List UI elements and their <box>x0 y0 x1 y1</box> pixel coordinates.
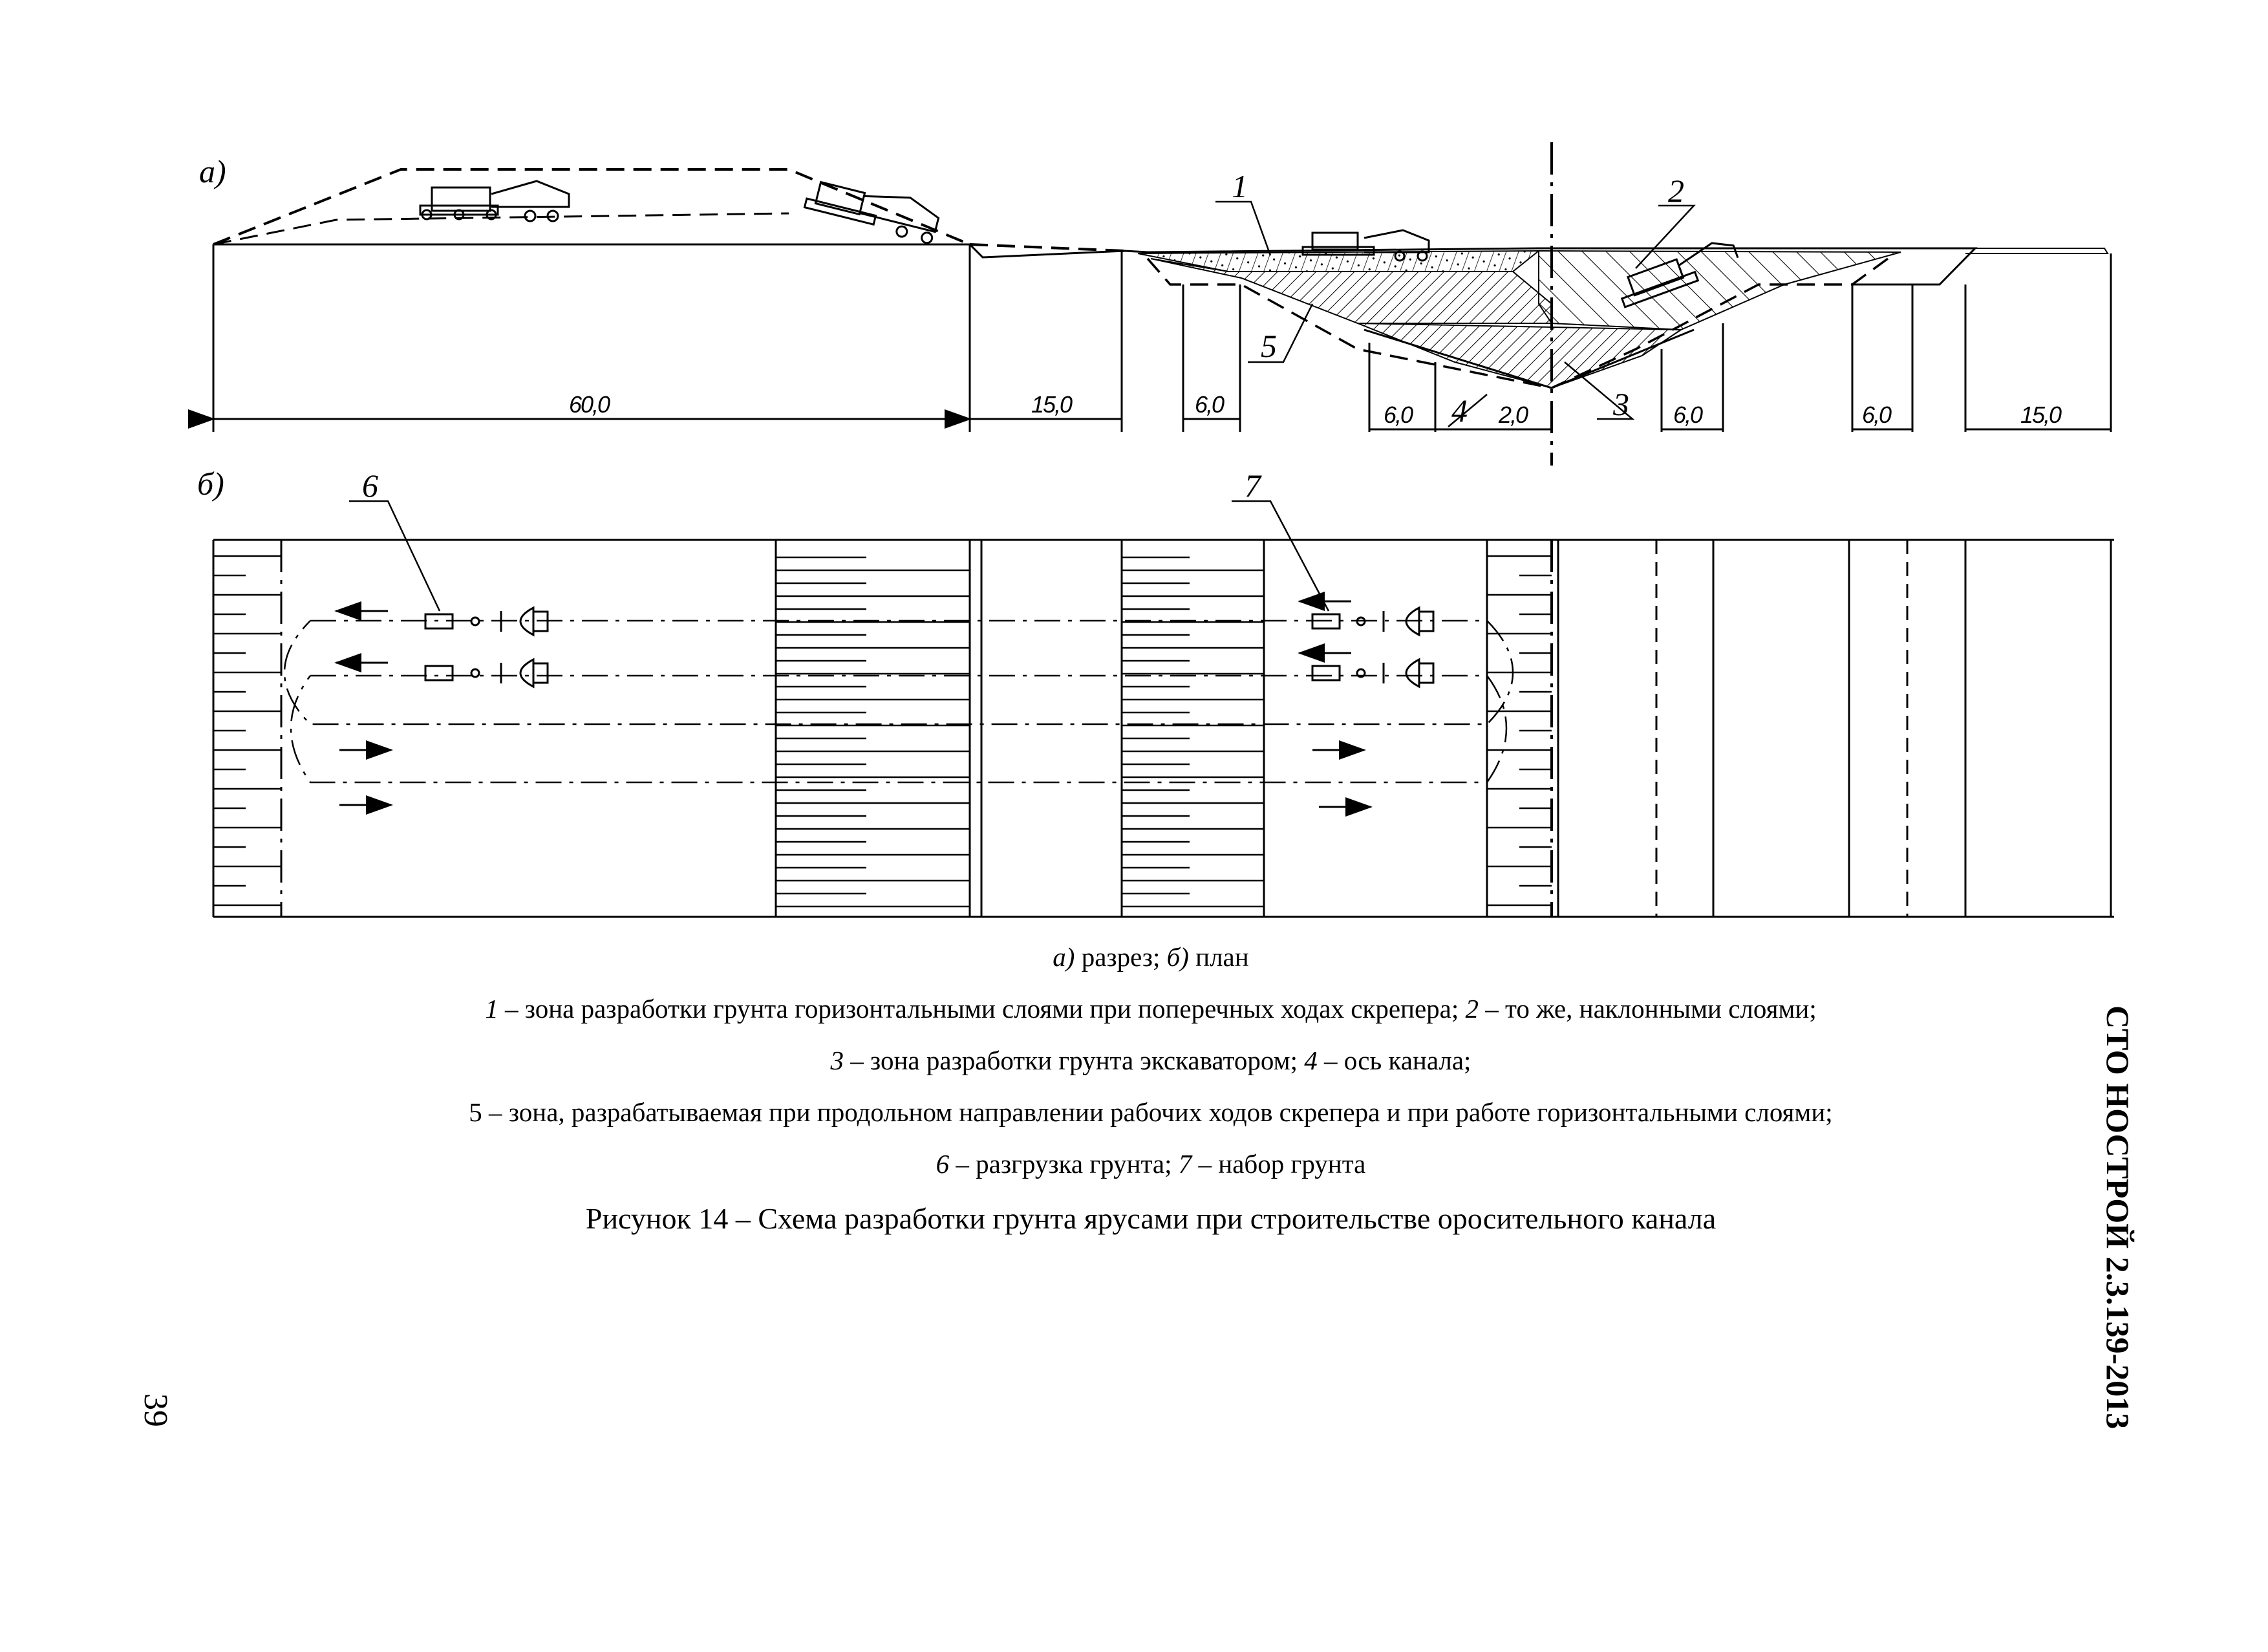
page-number: 39 <box>137 1393 174 1427</box>
caption-line-1: а) разрез; б) план <box>1053 942 1249 972</box>
slope-ticks-canal-right <box>1487 555 1552 906</box>
callout-1: 1 <box>1232 168 1248 204</box>
slope-ticks-embankment <box>776 556 970 908</box>
slope-ticks-canal-left <box>1122 556 1264 908</box>
caption-line-3: 3 – зона разработки грунта экскаватором;… <box>830 1046 1471 1075</box>
part-b-label: б) <box>197 466 224 502</box>
dim-15-left: 15,0 <box>1031 391 1073 418</box>
scraper-machine-2 <box>803 180 940 244</box>
figure-title: Рисунок 14 – Схема разработки грунта яру… <box>585 1202 1717 1235</box>
callout-3: 3 <box>1612 386 1629 422</box>
callout-4: 4 <box>1451 392 1468 429</box>
caption-b: б) <box>1166 942 1189 972</box>
plan-view <box>212 539 2114 918</box>
dim-6-a: 6,0 <box>1195 391 1225 418</box>
caption-a: а) <box>1053 942 1075 972</box>
caption-line-4: 5 – зона, разрабатываемая при продольном… <box>469 1097 1833 1127</box>
scraper-machine-1 <box>419 180 570 222</box>
dim-6-b: 6,0 <box>1384 402 1413 428</box>
canal-excavation-diagram: а) <box>188 142 2114 918</box>
slope-ticks-left <box>213 555 281 906</box>
scraper-machine-3 <box>1301 229 1430 262</box>
callout-6: 6 <box>362 467 378 504</box>
dim-60: 60,0 <box>569 391 610 418</box>
dim-15-right: 15,0 <box>2020 402 2062 428</box>
scraper-travel-paths <box>283 619 1514 784</box>
caption-line-5: 6 – разгрузка грунта; 7 – набор грунта <box>936 1149 1366 1179</box>
document-code: СТО НОСТРОЙ 2.3.139-2013 <box>2100 1005 2136 1430</box>
plan-scraper-unloading-1 <box>424 606 549 637</box>
excavator-machine <box>1620 242 1739 308</box>
part-a-label: а) <box>199 153 226 189</box>
plan-scraper-loading-2 <box>1311 658 1435 689</box>
plan-scraper-loading-1 <box>1311 606 1435 637</box>
zone-2-inclined-layers <box>1538 250 1901 331</box>
callout-2: 2 <box>1668 173 1684 209</box>
callout-7: 7 <box>1245 467 1262 504</box>
direction-arrows <box>334 592 1373 817</box>
dim-2: 2,0 <box>1498 402 1528 428</box>
callout-5: 5 <box>1261 328 1277 364</box>
dim-6-c: 6,0 <box>1673 402 1703 428</box>
zone-3-excavator <box>1357 323 1684 389</box>
callout-leaders-plan <box>349 500 1330 612</box>
callout-leaders-section <box>1215 200 1696 427</box>
caption-line-2: 1 – зона разработки грунта горизонтальны… <box>485 994 1817 1024</box>
plan-scraper-unloading-2 <box>424 658 549 689</box>
dim-6-d: 6,0 <box>1862 402 1892 428</box>
